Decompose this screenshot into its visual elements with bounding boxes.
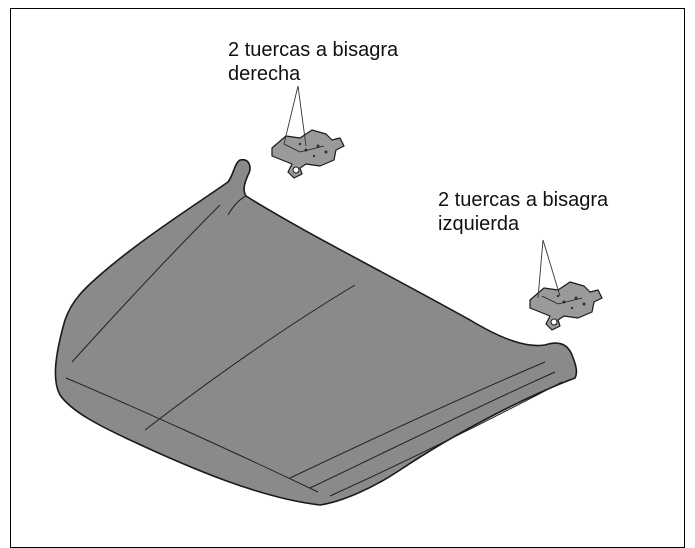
left-hinge-label-line2: izquierda <box>438 213 520 235</box>
hood-crease-center <box>144 284 356 431</box>
hood-panel <box>54 158 578 506</box>
right-hinge-label: 2 tuercas a bisagra derecha <box>228 38 398 86</box>
hood-outline <box>54 158 578 506</box>
left-hinge-leaders <box>537 239 561 299</box>
right-hinge-label-line1: 2 tuercas a bisagra <box>228 39 399 61</box>
right-hinge-body <box>271 129 345 179</box>
hood-crease-front <box>65 377 319 493</box>
right-hinge-label-line2: derecha <box>228 63 301 85</box>
hood-crease-left <box>71 204 221 363</box>
hood-inner-edge <box>227 195 247 216</box>
hood-diagram <box>54 85 603 506</box>
left-hinge-label: 2 tuercas a bisagra izquierda <box>438 188 608 236</box>
left-hinge <box>529 281 603 331</box>
hood-crease-right-1 <box>289 361 546 479</box>
right-hinge <box>271 129 345 179</box>
hood-crease-right-3 <box>329 381 563 497</box>
left-hinge-body <box>529 281 603 331</box>
hood-crease-right-2 <box>309 371 556 489</box>
right-hinge-leaders <box>283 85 307 147</box>
left-hinge-label-line1: 2 tuercas a bisagra <box>438 189 609 211</box>
